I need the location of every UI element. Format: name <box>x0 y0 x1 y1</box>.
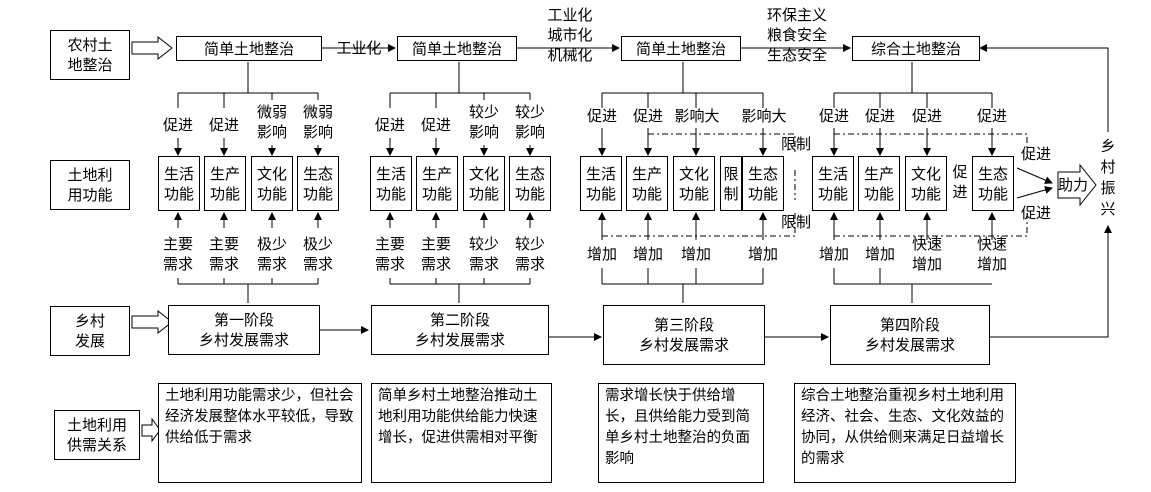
stage4-function-ecology: 生态 功能 <box>972 156 1014 211</box>
label-land-use-function: 土地利 用功能 <box>50 160 130 210</box>
stage3-function-living: 生活 功能 <box>580 156 622 211</box>
stage2-effect-3: 较少 影响 <box>468 103 499 141</box>
right-promote-bottom: 促进 <box>1020 204 1051 222</box>
stage3-effect-1: 促进 <box>586 107 617 125</box>
stage3-demand-4: 增加 <box>747 245 778 263</box>
stage-box-3: 第三阶段 乡村发展需求 <box>603 305 765 365</box>
stage-box-4: 第四阶段 乡村发展需求 <box>830 305 990 365</box>
transition-1: 工业化 <box>336 39 382 57</box>
stage3-restrict-box: 限 制 <box>720 156 742 211</box>
stage2-demand-2: 主要 需求 <box>420 235 451 273</box>
stage2-function-production: 生产 功能 <box>416 156 458 211</box>
stage4-effect-2: 促进 <box>864 107 895 125</box>
description-stage2: 简单乡村土地整治推动土地利用功能供给能力快速增长，促进供需相对平衡 <box>371 383 552 483</box>
description-stage3: 需求增长快于供给增长，且供给能力受到简单乡村土地整治的负面影响 <box>598 383 764 483</box>
label-rural-development: 乡村 发展 <box>50 306 130 356</box>
stage2-demand-1: 主要 需求 <box>374 235 405 273</box>
stage1-demand-1: 主要 需求 <box>162 235 193 273</box>
stage2-function-culture: 文化 功能 <box>463 156 505 211</box>
rural-revitalization-label: 乡 村 振 兴 <box>1100 137 1116 218</box>
stage2-function-living: 生活 功能 <box>370 156 412 211</box>
transition-3: 环保主义 粮食安全 生态安全 <box>766 6 827 64</box>
right-promote-top: 促进 <box>1020 145 1051 163</box>
top-box-stage3: 简单土地整治 <box>621 36 741 61</box>
stage3-demand-3: 增加 <box>680 245 711 263</box>
stage4-effect-1: 促进 <box>818 107 849 125</box>
description-stage1: 土地利用功能需求少，但社会经济发展整体水平较低，导致供给低于需求 <box>158 383 362 483</box>
stage3-demand-1: 增加 <box>586 245 617 263</box>
boost-label: 助力 <box>1058 176 1089 194</box>
transition-2: 工业化 城市化 机械化 <box>547 6 593 64</box>
stage3-restrict-top: 限制 <box>780 135 811 153</box>
stage1-demand-4: 极少 需求 <box>302 235 333 273</box>
stage-box-2: 第二阶段 乡村发展需求 <box>371 305 549 355</box>
stage4-mid-promote: 促 进 <box>952 163 968 201</box>
stage3-function-production: 生产 功能 <box>626 156 668 211</box>
stage1-effect-2: 促进 <box>208 116 239 134</box>
stage2-demand-4: 较少 需求 <box>514 235 545 273</box>
stage1-function-living: 生活 功能 <box>158 156 200 211</box>
stage1-function-production: 生产 功能 <box>204 156 246 211</box>
label-land-consolidation: 农村土 地整治 <box>50 30 130 80</box>
stage2-demand-3: 较少 需求 <box>468 235 499 273</box>
stage1-effect-1: 促进 <box>162 116 193 134</box>
stage4-demand-3: 快速 增加 <box>911 235 942 273</box>
stage4-function-culture: 文化 功能 <box>905 156 947 211</box>
stage1-effect-3: 微弱 影响 <box>256 103 287 141</box>
stage3-demand-2: 增加 <box>632 245 663 263</box>
stage2-effect-4: 较少 影响 <box>514 103 545 141</box>
stage2-effect-1: 促进 <box>374 116 405 134</box>
stage2-function-ecology: 生态 功能 <box>509 156 551 211</box>
stage-box-1: 第一阶段 乡村发展需求 <box>168 305 320 355</box>
stage4-effect-3: 促进 <box>911 107 942 125</box>
top-box-stage1: 简单土地整治 <box>176 36 322 61</box>
stage4-demand-4: 快速 增加 <box>976 235 1007 273</box>
stage1-function-culture: 文化 功能 <box>251 156 293 211</box>
stage4-function-living: 生活 功能 <box>812 156 854 211</box>
top-box-stage2: 简单土地整治 <box>397 36 517 61</box>
top-box-stage4: 综合土地整治 <box>852 36 980 61</box>
stage3-restrict-bottom: 限制 <box>780 213 811 231</box>
stage4-function-production: 生产 功能 <box>858 156 900 211</box>
stage2-effect-2: 促进 <box>420 116 451 134</box>
description-stage4: 综合土地整治重视乡村土地利用经济、社会、生态、文化效益的协同，从供给侧来满足日益… <box>794 383 1016 483</box>
stage1-demand-3: 极少 需求 <box>256 235 287 273</box>
stage4-demand-1: 增加 <box>818 245 849 263</box>
stage1-function-ecology: 生态 功能 <box>297 156 339 211</box>
label-supply-demand: 土地利用 供需关系 <box>54 410 140 460</box>
stage3-effect-2: 促进 <box>632 107 663 125</box>
stage3-function-ecology: 生态 功能 <box>742 156 784 211</box>
stage1-effect-4: 微弱 影响 <box>302 103 333 141</box>
stage4-effect-4: 促进 <box>976 107 1007 125</box>
stage1-demand-2: 主要 需求 <box>208 235 239 273</box>
stage4-demand-2: 增加 <box>864 245 895 263</box>
stage3-effect-4: 影响大 <box>741 107 787 125</box>
stage3-function-culture: 文化 功能 <box>673 156 715 211</box>
stage3-effect-3: 影响大 <box>674 107 720 125</box>
